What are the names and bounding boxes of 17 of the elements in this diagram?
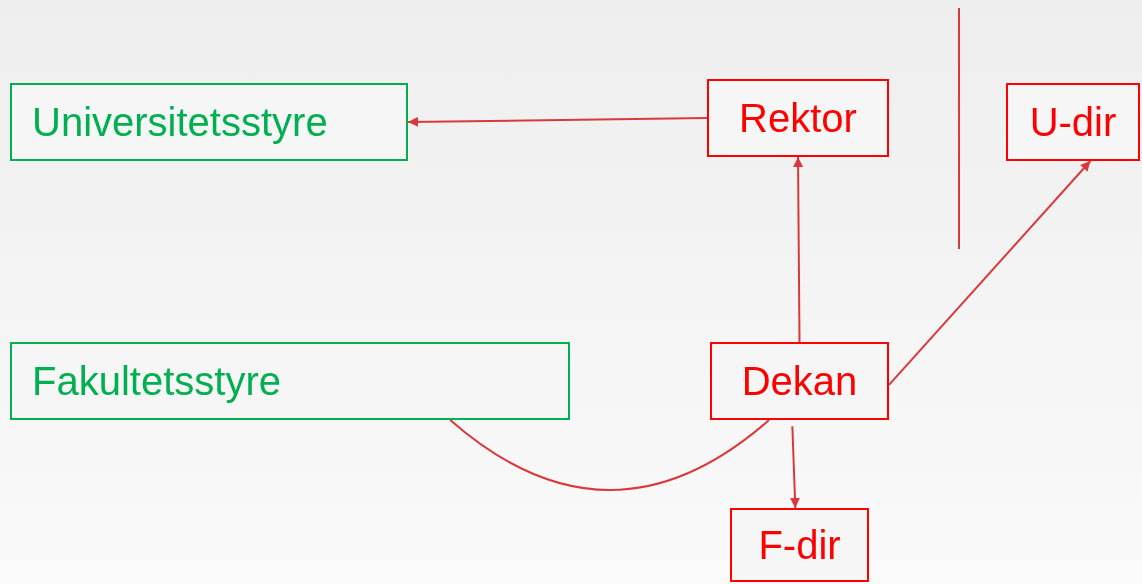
role-box — [707, 79, 889, 157]
role-label: Universitetsstyre — [32, 99, 328, 145]
role-box — [10, 83, 408, 161]
role-box — [730, 508, 869, 582]
arrow — [789, 425, 800, 509]
role-label: Fakultetsstyre — [32, 358, 281, 404]
role-label: U-dir — [1029, 99, 1117, 145]
role-label: F-dir — [758, 522, 841, 568]
connector-line — [449, 419, 771, 491]
role-box — [710, 342, 889, 420]
role-label: Dekan — [741, 358, 858, 404]
role-box — [10, 342, 570, 420]
arrow — [407, 116, 708, 127]
role-label: Rektor — [739, 95, 857, 141]
arrow — [793, 156, 804, 343]
arrow — [888, 160, 1092, 386]
role-box — [1006, 83, 1140, 161]
